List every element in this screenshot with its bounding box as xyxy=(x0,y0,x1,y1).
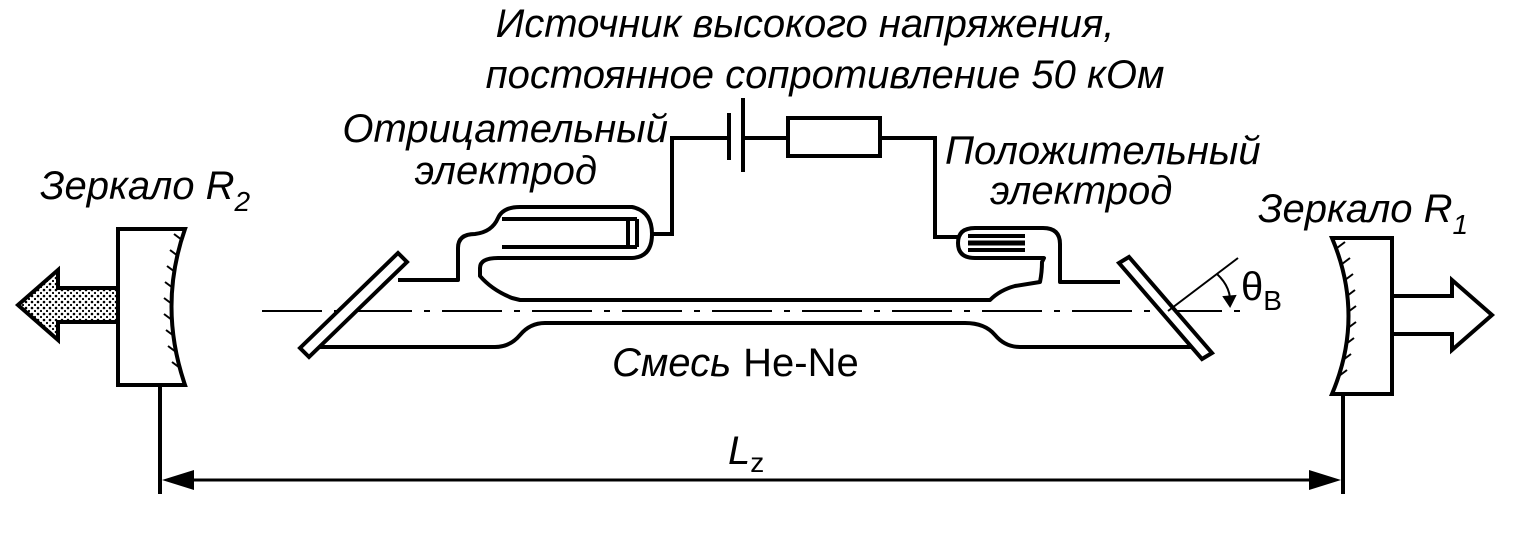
mirror-r1-hatching xyxy=(1336,241,1357,377)
brewster-angle-label: θB xyxy=(1241,265,1282,316)
discharge-tube xyxy=(303,205,1205,349)
negative-electrode-label-line1: Отрицательный xyxy=(342,107,668,151)
brewster-window-right xyxy=(1115,254,1216,362)
output-arrow-right xyxy=(1390,275,1496,355)
negative-electrode xyxy=(502,217,639,249)
brewster-angle-marker xyxy=(1167,257,1239,312)
brewster-window-left xyxy=(297,250,410,360)
mirror-r2-label: Зеркало R2 xyxy=(40,164,251,217)
output-arrow-left xyxy=(14,265,120,345)
power-circuit xyxy=(652,98,958,239)
negative-electrode-label-line2: электрод xyxy=(415,149,597,193)
resonator-length-label: Lz xyxy=(728,429,764,478)
power-source-label-line2: постоянное сопротивление 50 кОм xyxy=(486,53,1165,97)
power-source-label-line1: Источник высокого напряжения, xyxy=(496,2,1115,46)
resistor xyxy=(786,116,882,158)
mirror-r1-label: Зеркало R1 xyxy=(1258,187,1468,240)
positive-electrode xyxy=(968,234,1025,252)
mirror-r2-hatching xyxy=(163,233,183,369)
positive-electrode-label-line2: электрод xyxy=(990,169,1172,213)
positive-electrode-label-line1: Положительный xyxy=(945,129,1261,173)
length-dimension xyxy=(158,385,1345,494)
mirror-r1 xyxy=(1328,236,1394,396)
mirror-r2 xyxy=(116,227,188,387)
